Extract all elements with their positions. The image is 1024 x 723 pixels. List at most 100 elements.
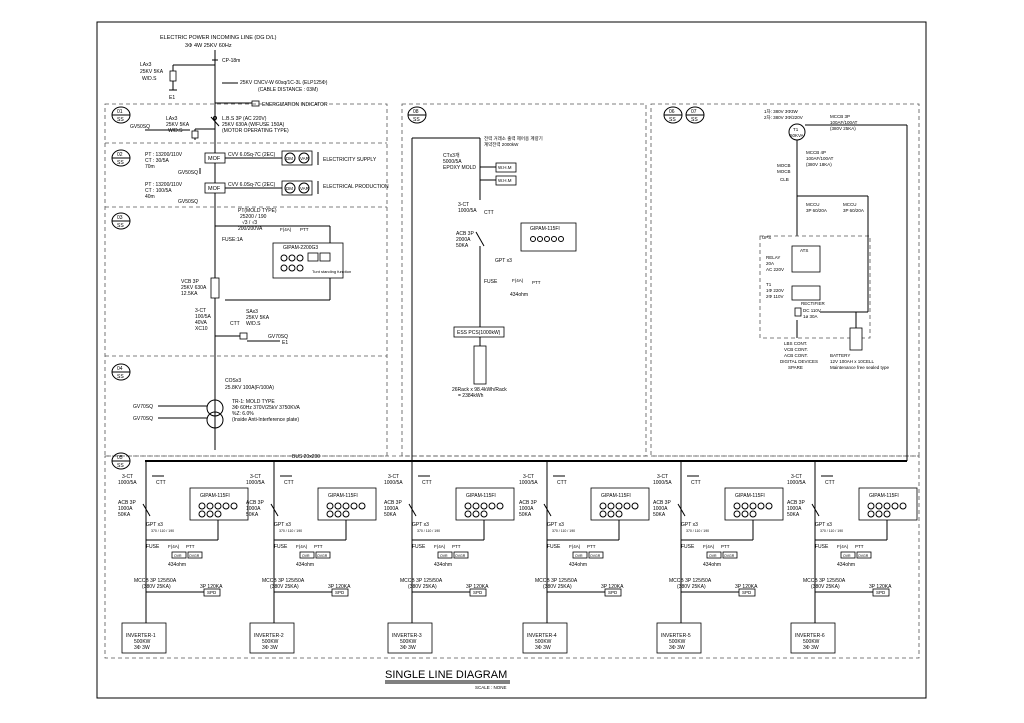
svg-text:1000/5A: 1000/5A [458, 208, 477, 214]
spd-box [203, 588, 221, 597]
feeder-mccb: MCCB 3P 125/50A [134, 578, 177, 584]
feeder-ohm: 434ohm [569, 562, 587, 568]
mof-section: MOF MOF PT : 13200/110V CT : 30/5A 70m P… [145, 150, 389, 205]
svg-text:GV70SQ: GV70SQ [133, 404, 153, 410]
feeder-gpt: GPT x3 [412, 522, 429, 528]
svg-text:CTT: CTT [230, 321, 240, 327]
vcb-breaker [210, 277, 220, 299]
svg-text:ESS PCS(1000kW): ESS PCS(1000kW) [457, 330, 501, 336]
svg-text:ELECTRICITY SUPPLY: ELECTRICITY SUPPLY [323, 157, 377, 163]
bus-label: BUS 20x200 [292, 454, 320, 460]
spd-box [331, 588, 349, 597]
svg-text:25KV 630A: 25KV 630A [181, 285, 207, 291]
svg-text:L.B.S 3P (AC 220V): L.B.S 3P (AC 220V) [222, 116, 267, 122]
svg-text:12.5KA: 12.5KA [181, 291, 198, 297]
inverter-name: INVERTER-3 [392, 633, 422, 639]
vcb-section: PT(MOLD TYPE) 25200 / 190 √3 / √3 200/20… [181, 208, 351, 346]
svg-text:2Φ 110V: 2Φ 110V [766, 294, 784, 299]
svg-text:1ø 30A: 1ø 30A [803, 314, 818, 319]
svg-text:CTT: CTT [484, 210, 494, 216]
svg-text:20A: 20A [766, 261, 774, 266]
svg-text:ELECTRICAL PRODUCTION: ELECTRICAL PRODUCTION [323, 184, 389, 190]
feeder-f4a: F(4A) [434, 544, 446, 549]
svg-text:ATS: ATS [800, 248, 808, 253]
feeder-spd-rating: 3P 120KA [200, 584, 223, 590]
inverter-name: INVERTER-1 [126, 633, 156, 639]
inverter-phase: 3Φ 3W [669, 645, 685, 651]
inverter-box [522, 622, 568, 654]
feeder-relay-label: GIPAM-115FI [466, 493, 496, 499]
svg-text:SS: SS [117, 160, 124, 166]
feeder-fuse: FUSE [815, 544, 829, 550]
ess-pcs [453, 326, 505, 338]
feeder-ct-label: 3-CT [657, 474, 668, 480]
svg-text:ACB CONT.: ACB CONT. [784, 353, 808, 358]
feeder-ptt: PTT [721, 544, 730, 549]
feeder-ovr: OVR [302, 554, 310, 558]
svg-text:07: 07 [691, 109, 697, 115]
feeder-ct-ratio: 1000/5A [246, 480, 265, 486]
svg-text:ACB 3P: ACB 3P [456, 231, 474, 237]
feeder-mccb: MCCB 3P 125/50A [803, 578, 846, 584]
ess-relay [520, 222, 577, 252]
feeder-relay [189, 487, 249, 521]
svg-text:CT : 30/5A: CT : 30/5A [145, 158, 169, 164]
feeder-fuse: FUSE [681, 544, 695, 550]
diagram-title: SINGLE LINE DIAGRAM [385, 669, 507, 681]
feeder-acb-rating: 1000A [787, 506, 802, 512]
svg-text:50KA: 50KA [456, 243, 469, 249]
feeder-acb-rating: 1000A [384, 506, 399, 512]
inverter-name: INVERTER-2 [254, 633, 284, 639]
inverter-kw: 500KW [669, 639, 686, 645]
diagram-scale: SCALE : NONE [475, 685, 507, 690]
feeder-acb-rating: 1000A [246, 506, 261, 512]
svg-text:1차: 380V 3Φ3W: 1차: 380V 3Φ3W [764, 108, 798, 115]
svg-text:DM: DM [286, 156, 293, 161]
svg-text:GPT x3: GPT x3 [495, 258, 512, 264]
ess-section: 전력 거래소 출력 제어용 계량기 계약전력 2000kW W.H.M W.H.… [411, 135, 577, 461]
cp-label: CP-18m [222, 58, 240, 64]
transformer-section: COSx3 25.8KV 100A(F/100A) TR-1: MOLD TYP… [133, 378, 300, 429]
svg-text:100AF/100AT: 100AF/100AT [830, 120, 858, 125]
inverter-kw: 500KW [400, 639, 417, 645]
svg-text:SS: SS [669, 117, 676, 123]
svg-text:%Z: 6.0%: %Z: 6.0% [232, 411, 254, 417]
feeder-ctt: CTT [825, 480, 835, 486]
feeder-ovgr: OVGR [724, 554, 735, 558]
ess-battery-rack [473, 345, 487, 385]
svg-text:SS: SS [691, 117, 698, 123]
svg-text:GV50SQ: GV50SQ [178, 199, 198, 205]
svg-text:√3 / √3: √3 / √3 [242, 219, 257, 226]
feeder-spd-rating: 3P 120KA [601, 584, 624, 590]
svg-text:F(4A): F(4A) [280, 227, 292, 232]
svg-text:100AF/100AT: 100AF/100AT [806, 156, 834, 161]
svg-text:04: 04 [117, 366, 123, 372]
inverter-phase: 3Φ 3W [803, 645, 819, 651]
svg-text:26Rack x 98.4kWh/Rack: 26Rack x 98.4kWh/Rack [452, 387, 507, 393]
svg-text:01: 01 [117, 109, 123, 115]
svg-text:DM: DM [286, 186, 293, 191]
svg-text:SAx3: SAx3 [246, 309, 258, 315]
feeder-fuse: FUSE [412, 544, 426, 550]
feeder-ohm: 434ohm [168, 562, 186, 568]
feeder-ct-ratio: 1000/5A [384, 480, 403, 486]
feeder-ct-label: 3-CT [388, 474, 399, 480]
feeder-acb-ka: 50KA [519, 512, 532, 518]
feeder-acb-ka: 50KA [384, 512, 397, 518]
svg-text:PTT: PTT [532, 280, 541, 285]
svg-text:W/D.S: W/D.S [246, 321, 261, 327]
feeder-spd: SPD [473, 590, 483, 595]
inverter-name: INVERTER-4 [527, 633, 557, 639]
svg-text:LAx3: LAx3 [166, 116, 178, 122]
feeder-mccb-rating: (380V 25KA) [270, 584, 299, 590]
feeder-mccb: MCCB 3P 125/50A [400, 578, 443, 584]
svg-text:DIGITAL DEVICES: DIGITAL DEVICES [780, 359, 818, 364]
svg-text:3-CT: 3-CT [458, 202, 469, 208]
